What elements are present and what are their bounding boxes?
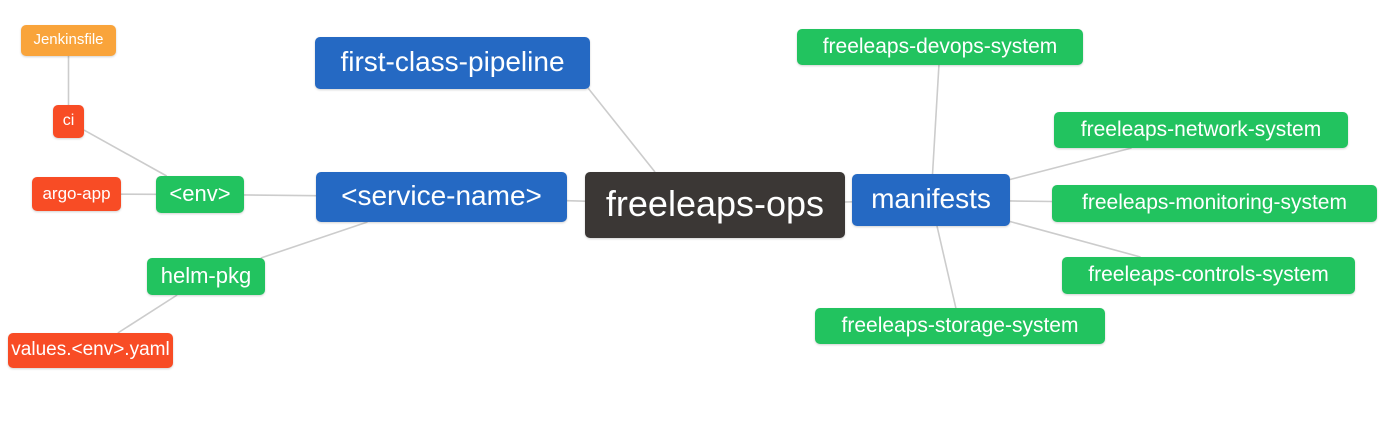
- node-env[interactable]: <env>: [156, 176, 244, 213]
- edge-manifests-devops-system: [931, 64, 940, 175]
- edge-manifests-storage-system: [936, 225, 957, 309]
- node-storage-system[interactable]: freeleaps-storage-system: [815, 308, 1105, 344]
- edge-values-env-yaml-helm-pkg: [117, 294, 178, 334]
- edge-helm-pkg-service-name: [260, 221, 368, 259]
- edge-manifests-monitoring-system: [1009, 200, 1053, 203]
- edge-env-service-name: [243, 194, 317, 197]
- node-label-service-name: <service-name>: [341, 180, 542, 211]
- node-label-argo-app: argo-app: [42, 183, 111, 203]
- edge-ci-env: [83, 129, 168, 177]
- node-helm-pkg[interactable]: helm-pkg: [147, 258, 265, 295]
- node-label-monitoring-system: freeleaps-monitoring-system: [1082, 191, 1347, 214]
- node-label-devops-system: freeleaps-devops-system: [822, 34, 1058, 58]
- edge-manifests-network-system: [1009, 147, 1132, 181]
- edge-manifests-controls-system: [1009, 220, 1141, 258]
- node-first-class-pipeline[interactable]: first-class-pipeline: [315, 37, 590, 89]
- node-freeleaps-ops[interactable]: freeleaps-ops: [585, 172, 845, 238]
- node-label-controls-system: freeleaps-controls-system: [1088, 263, 1329, 286]
- node-ci[interactable]: ci: [53, 105, 84, 138]
- node-devops-system[interactable]: freeleaps-devops-system: [797, 29, 1083, 65]
- node-label-env: <env>: [169, 180, 231, 206]
- node-label-storage-system: freeleaps-storage-system: [841, 313, 1079, 337]
- node-label-network-system: freeleaps-network-system: [1080, 117, 1322, 141]
- edge-first-class-pipeline-freeleaps-ops: [587, 87, 656, 173]
- node-label-jenkinsfile: Jenkinsfile: [33, 31, 104, 48]
- node-network-system[interactable]: freeleaps-network-system: [1054, 112, 1348, 148]
- node-manifests[interactable]: manifests: [852, 174, 1010, 226]
- node-controls-system[interactable]: freeleaps-controls-system: [1062, 257, 1355, 294]
- node-monitoring-system[interactable]: freeleaps-monitoring-system: [1052, 185, 1377, 222]
- node-label-helm-pkg: helm-pkg: [160, 262, 252, 288]
- node-label-freeleaps-ops: freeleaps-ops: [605, 183, 825, 224]
- edge-service-name-freeleaps-ops: [566, 199, 586, 202]
- node-label-values-env-yaml: values.<env>.yaml: [11, 339, 170, 360]
- node-label-first-class-pipeline: first-class-pipeline: [340, 46, 565, 77]
- node-argo-app[interactable]: argo-app: [32, 177, 121, 211]
- node-label-ci: ci: [62, 111, 75, 129]
- node-service-name[interactable]: <service-name>: [316, 172, 567, 222]
- node-label-manifests: manifests: [871, 183, 991, 214]
- node-jenkinsfile[interactable]: Jenkinsfile: [21, 25, 116, 56]
- node-values-env-yaml[interactable]: values.<env>.yaml: [8, 333, 173, 368]
